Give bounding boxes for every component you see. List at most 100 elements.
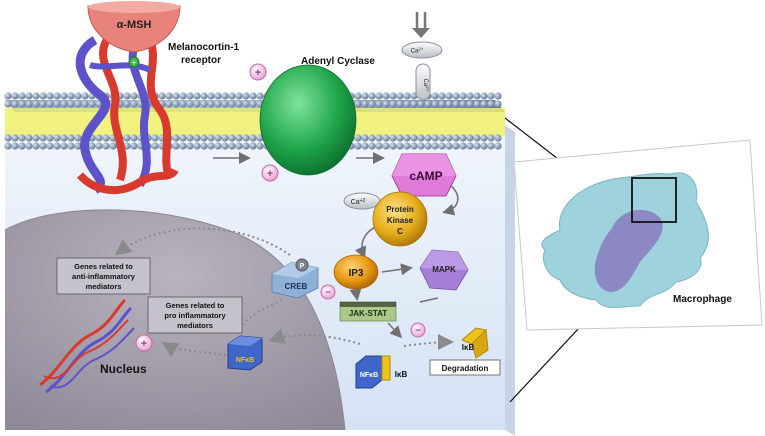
membrane-bead	[53, 134, 61, 142]
membrane-bead	[172, 92, 180, 100]
membrane-bead	[25, 92, 33, 100]
membrane-bead	[11, 134, 19, 142]
membrane-bead	[452, 142, 460, 150]
membrane-bead	[4, 92, 12, 100]
dna-helix-icon	[39, 298, 135, 394]
membrane-bead	[480, 100, 488, 108]
membrane-bead	[74, 92, 82, 100]
membrane-bead	[354, 100, 362, 108]
membrane-bead	[193, 100, 201, 108]
membrane-bead	[473, 92, 481, 100]
membrane-bead	[130, 142, 138, 150]
svg-text:Genes related to: Genes related to	[74, 262, 133, 271]
membrane-bead	[228, 100, 236, 108]
ip3-label: IP3	[348, 268, 363, 279]
membrane-bead	[53, 142, 61, 150]
membrane-bead	[249, 100, 257, 108]
membrane-bead	[438, 92, 446, 100]
svg-text:anti-inflammatory: anti-inflammatory	[72, 272, 136, 281]
membrane-bead	[410, 142, 418, 150]
ligand-plus-sign: +	[131, 58, 136, 68]
svg-text:−: −	[415, 326, 421, 337]
membrane-bead	[81, 92, 89, 100]
phosphate-badge	[295, 258, 309, 272]
svg-text:+: +	[255, 67, 261, 79]
calcium-ion-label: Ca2+	[411, 47, 424, 55]
membrane-bead	[424, 134, 432, 142]
membrane-bead	[172, 100, 180, 108]
svg-text:+: +	[141, 338, 147, 350]
nucleus-label: Nucleus	[100, 362, 147, 376]
nfkb-complex-label: NFκB	[360, 372, 378, 379]
membrane-bead	[221, 142, 229, 150]
membrane-bead	[214, 100, 222, 108]
jak-stat-label: JAK-STAT	[349, 309, 387, 318]
membrane-bead	[228, 134, 236, 142]
membrane-bead	[459, 92, 467, 100]
membrane-bead	[382, 134, 390, 142]
plus-ball-mid: +	[261, 164, 279, 182]
degradation-label: Degradation	[442, 364, 489, 373]
nfkb-nucleus: NFκB	[227, 335, 263, 371]
membrane-bead	[368, 92, 376, 100]
membrane-bead	[242, 142, 250, 150]
adenyl-cyclase	[259, 64, 357, 176]
membrane-bead	[249, 134, 257, 142]
membrane-bead	[214, 92, 222, 100]
membrane-bead	[480, 134, 488, 142]
membrane-bead	[361, 100, 369, 108]
membrane-bead	[18, 92, 26, 100]
membrane-bead	[403, 100, 411, 108]
degradation-box: Degradation	[429, 359, 501, 376]
membrane-bead	[95, 134, 103, 142]
membrane-bead	[4, 100, 12, 108]
membrane-bead	[39, 142, 47, 150]
membrane-bead	[354, 142, 362, 150]
membrane-bead	[403, 92, 411, 100]
membrane-bead	[67, 92, 75, 100]
membrane-bead	[396, 134, 404, 142]
membrane-bead	[193, 92, 201, 100]
membrane-bead	[389, 92, 397, 100]
membrane-bead	[410, 100, 418, 108]
alpha-msh-label: α-MSH	[117, 19, 152, 31]
membrane-bead	[39, 92, 47, 100]
membrane-bead	[382, 92, 390, 100]
svg-text:pro inflammatory: pro inflammatory	[164, 311, 226, 320]
svg-text:−: −	[325, 288, 331, 299]
membrane-bead	[424, 142, 432, 150]
svg-text:Ca+2: Ca+2	[351, 198, 366, 206]
membrane-bead	[249, 142, 257, 150]
membrane-bead	[214, 134, 222, 142]
membrane-bead	[74, 142, 82, 150]
membrane-bead	[207, 142, 215, 150]
membrane-bead	[361, 92, 369, 100]
membrane-bead	[39, 134, 47, 142]
membrane-bead	[193, 134, 201, 142]
membrane-bead	[403, 134, 411, 142]
membrane-bead	[130, 134, 138, 142]
membrane-bead	[53, 100, 61, 108]
dotted-arrows	[114, 227, 454, 358]
membrane-bead	[473, 142, 481, 150]
membrane-bead	[375, 142, 383, 150]
membrane-bead	[459, 142, 467, 150]
membrane-bead	[445, 92, 453, 100]
membrane-bead	[39, 100, 47, 108]
membrane-bead	[179, 134, 187, 142]
membrane-bead	[123, 92, 131, 100]
membrane-bead	[438, 134, 446, 142]
membrane-bead	[431, 142, 439, 150]
membrane-bead	[494, 134, 502, 142]
membrane-bead	[494, 100, 502, 108]
membrane-bead	[81, 100, 89, 108]
macrophage-label: Macrophage	[673, 294, 732, 305]
membrane-bead	[25, 142, 33, 150]
membrane-bead	[25, 134, 33, 142]
membrane-bead	[368, 134, 376, 142]
membrane-bead	[242, 92, 250, 100]
membrane-bead	[242, 134, 250, 142]
membrane-bead	[186, 134, 194, 142]
pkc-label-line2: Kinase	[387, 216, 414, 225]
